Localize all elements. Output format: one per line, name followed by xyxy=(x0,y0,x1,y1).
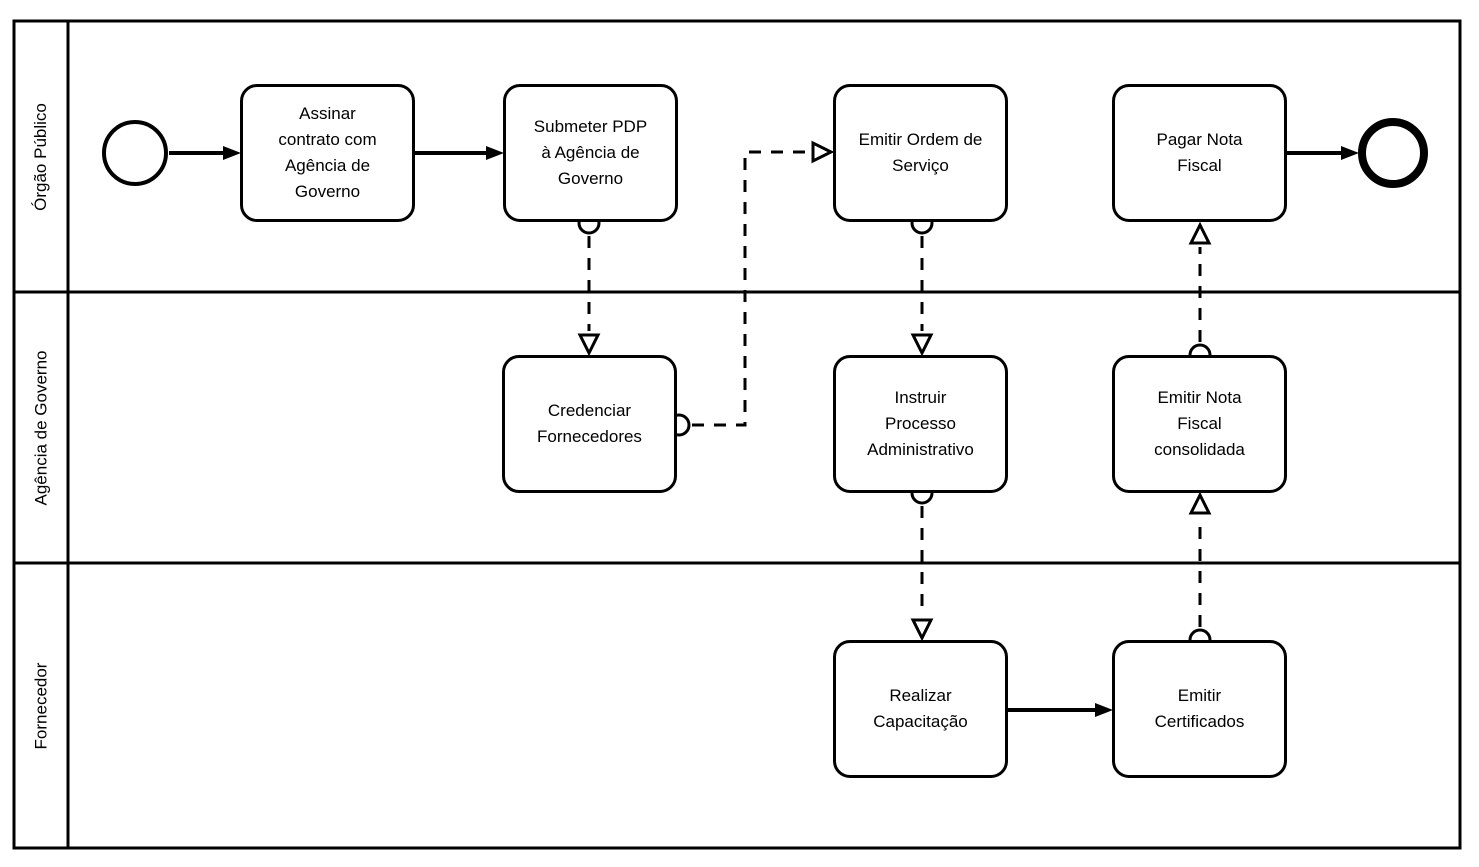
message-submeter-to-credenciar xyxy=(577,211,601,357)
lane-agencia-de-governo: Agência de Governo xyxy=(14,292,68,563)
start-event[interactable] xyxy=(102,120,168,186)
flow-pagar-to-end xyxy=(1287,146,1359,160)
message-emitir-ordem-to-instruir xyxy=(910,211,934,357)
task-submeter-pdp[interactable]: Submeter PDP à Agência de Governo xyxy=(503,84,678,222)
task-emitir-certificados[interactable]: Emitir Certificados xyxy=(1112,640,1287,778)
flow-assinar-to-submeter xyxy=(415,146,504,160)
flow-realizar-to-certificados xyxy=(1008,703,1113,717)
task-instruir-processo-administrativo[interactable]: Instruir Processo Administrativo xyxy=(833,355,1008,493)
lane-label: Órgão Público xyxy=(31,102,51,211)
task-pagar-nota-fiscal[interactable]: Pagar Nota Fiscal xyxy=(1112,84,1287,222)
message-credenciar-to-emitir-ordem xyxy=(667,140,835,437)
pool-border xyxy=(12,19,1462,850)
task-realizar-capacitacao[interactable]: Realizar Capacitação xyxy=(833,640,1008,778)
lane-label: Agência de Governo xyxy=(31,350,50,505)
lane-label: Fornecedor xyxy=(31,662,50,749)
task-emitir-nota-fiscal-consolidada[interactable]: Emitir Nota Fiscal consolidada xyxy=(1112,355,1287,493)
end-event[interactable] xyxy=(1358,118,1428,188)
task-emitir-ordem-servico[interactable]: Emitir Ordem de Serviço xyxy=(833,84,1008,222)
lane-fornecedor: Fornecedor xyxy=(14,563,68,848)
lane-orgao-publico: Órgão Público xyxy=(14,21,68,292)
task-credenciar-fornecedores[interactable]: Credenciar Fornecedores xyxy=(502,355,677,493)
task-assinar-contrato[interactable]: Assinar contrato com Agência de Governo xyxy=(240,84,415,222)
flow-start-to-assinar xyxy=(169,146,241,160)
message-instruir-to-realizar xyxy=(910,481,934,642)
message-certificados-to-emitir-nota xyxy=(1188,491,1212,652)
message-emitir-nota-to-pagar xyxy=(1188,221,1212,367)
